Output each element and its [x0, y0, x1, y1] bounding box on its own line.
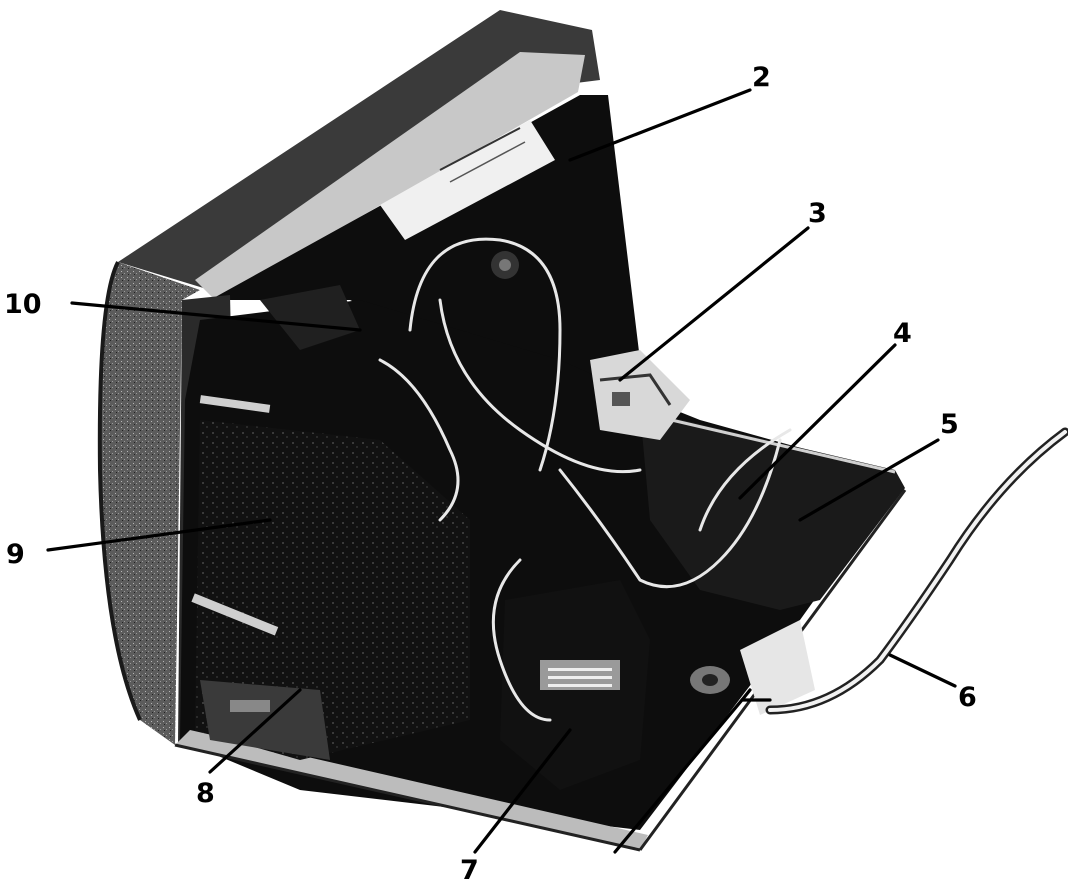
top-bezel-highlight [195, 52, 585, 300]
leader-7 [473, 728, 572, 854]
wire-left [378, 358, 460, 522]
leader-2 [568, 88, 752, 162]
wire-to-transformer [491, 558, 552, 722]
callout-4: 4 [893, 318, 912, 349]
yoke-assembly [590, 350, 690, 440]
interior-components [191, 251, 815, 790]
wire-harness-main [408, 237, 562, 472]
bottom-front-lip [175, 730, 648, 850]
wire-harness-secondary [438, 298, 642, 474]
callout-9: 9 [6, 539, 25, 570]
leader-8 [208, 688, 302, 774]
main-circuit-board [195, 420, 470, 760]
leader-9 [46, 518, 272, 552]
callout-10: 10 [4, 289, 42, 320]
deflection-coil-housing [260, 285, 360, 350]
cable-entry-block [740, 620, 815, 715]
callout-5: 5 [940, 409, 959, 440]
wire-loop-right [698, 428, 792, 532]
callout-6: 6 [958, 682, 977, 713]
leader-5 [798, 438, 940, 522]
leader-4 [738, 343, 897, 500]
callout-7: 7 [460, 855, 479, 884]
callout-labels: 2 3 4 5 6 7 8 9 10 [4, 62, 977, 884]
leader-6 [888, 653, 957, 688]
callout-3: 3 [808, 198, 827, 229]
wire-to-pan [558, 438, 782, 589]
leader-10 [70, 301, 362, 332]
back-panel [210, 95, 640, 420]
callout-2: 2 [752, 62, 771, 93]
leader-3 [618, 226, 810, 382]
top-bezel [118, 10, 600, 290]
callout-8: 8 [196, 778, 215, 809]
leader-lines [46, 88, 957, 854]
left-bezel [99, 262, 200, 745]
internal-wiring [378, 237, 792, 722]
power-cable [765, 427, 1068, 715]
